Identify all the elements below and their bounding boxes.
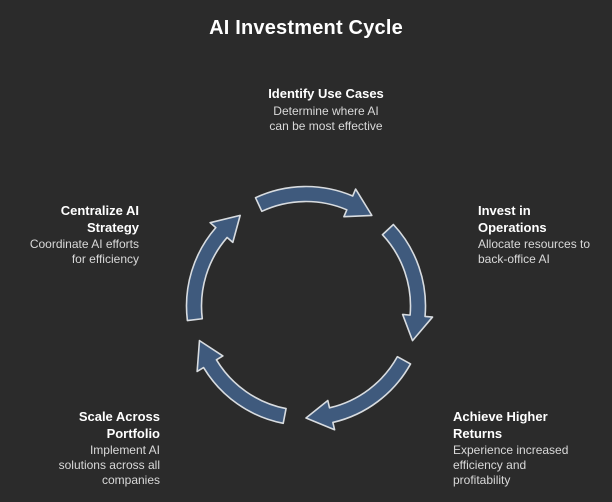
cycle-step-achieve-higher-returns: Achieve Higher Returns Experience increa… bbox=[453, 409, 611, 489]
cycle-step-heading: Invest in Operations bbox=[478, 203, 547, 235]
cycle-arrows bbox=[185, 185, 434, 431]
cycle-step-description: Implement AI solutions across all compan… bbox=[58, 443, 160, 488]
cycle-step-identify-use-cases: Identify Use Cases Determine where AI ca… bbox=[231, 86, 421, 134]
cycle-step-description: Determine where AI can be most effective bbox=[269, 103, 383, 133]
cycle-step-description: Allocate resources to back-office AI bbox=[478, 237, 591, 267]
cycle-step-scale-across-portfolio: Scale Across Portfolio Implement AI solu… bbox=[2, 409, 160, 489]
cycle-step-heading: Centralize AI Strategy bbox=[60, 203, 139, 235]
cycle-arrow-scale-across-portfolio bbox=[196, 339, 287, 425]
page-title: AI Investment Cycle bbox=[209, 17, 403, 39]
cycle-step-heading: Scale Across Portfolio bbox=[78, 409, 160, 441]
cycle-arrow-achieve-higher-returns bbox=[305, 355, 412, 431]
cycle-step-heading: Achieve Higher Returns bbox=[453, 409, 548, 441]
cycle-step-description: Coordinate AI efforts for efficiency bbox=[29, 237, 139, 267]
cycle-arrow-identify-use-cases bbox=[254, 185, 373, 218]
cycle-step-centralize-ai-strategy: Centralize AI Strategy Coordinate AI eff… bbox=[2, 203, 139, 267]
cycle-step-description: Experience increased efficiency and prof… bbox=[453, 443, 569, 488]
cycle-arrow-invest-in-operations bbox=[381, 223, 434, 342]
cycle-arrow-centralize-ai-strategy bbox=[185, 214, 241, 322]
cycle-step-heading: Identify Use Cases bbox=[268, 86, 384, 101]
cycle-step-invest-in-operations: Invest in Operations Allocate resources … bbox=[478, 203, 610, 267]
